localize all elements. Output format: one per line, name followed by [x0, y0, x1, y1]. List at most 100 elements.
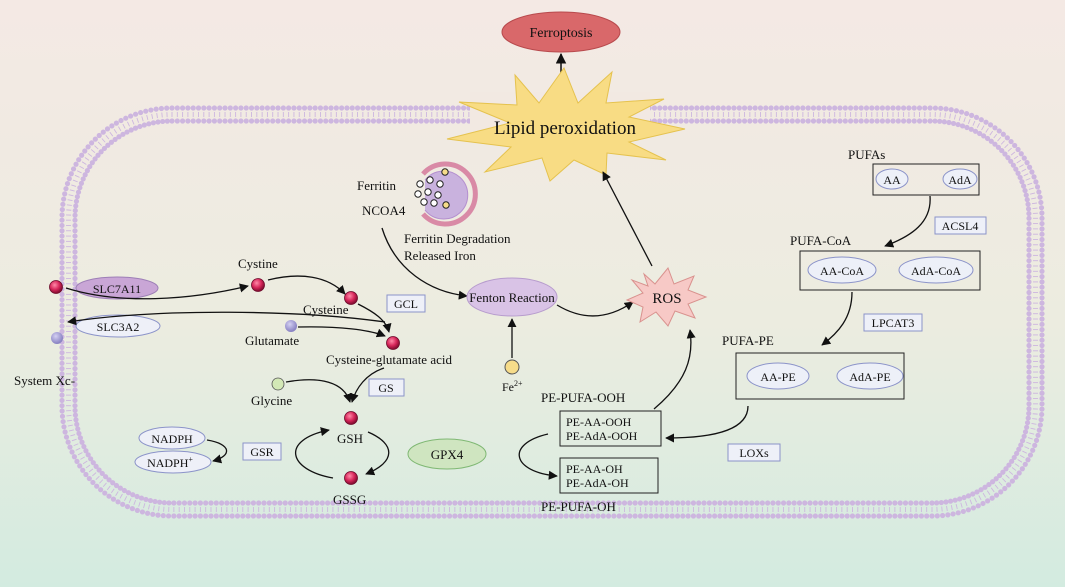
membrane-lipid-head — [892, 500, 898, 506]
membrane-lipid-tail — [124, 496, 128, 501]
membrane-lipid-head — [436, 500, 442, 506]
membrane-lipid-head — [1012, 142, 1018, 149]
arrow-export-glutamate — [67, 311, 386, 326]
membrane-lipid-head — [1016, 470, 1022, 476]
membrane-lipid-head — [445, 118, 451, 124]
membrane-lipid-head — [141, 122, 147, 128]
membrane-lipid-tail — [102, 482, 107, 487]
membrane-lipid-tail — [958, 115, 961, 121]
membrane-lipid-head — [494, 513, 500, 519]
membrane-lipid-head — [362, 500, 368, 506]
membrane-lipid-head — [816, 105, 822, 111]
membrane-lipid-head — [632, 513, 638, 519]
arrow-ncoa4-to-fenton — [381, 227, 468, 300]
membrane-lipid-tail — [1019, 164, 1024, 168]
membrane-lipid-head — [160, 118, 166, 125]
membrane-lipid-tail — [990, 487, 995, 493]
membrane-lipid-head — [1027, 164, 1033, 170]
membrane-lipid-head — [727, 500, 734, 506]
membrane-lipid-head — [280, 118, 286, 124]
membrane-lipid-head — [595, 500, 601, 506]
membrane-lipid-head — [431, 500, 437, 506]
membrane-lipid-head — [59, 328, 65, 335]
fe-ion — [504, 359, 520, 375]
membrane-lipid-head — [648, 500, 654, 506]
membrane-lipid-head — [1039, 374, 1045, 380]
aa-label: AA — [883, 173, 901, 187]
membrane-lipid-tail — [1021, 168, 1027, 172]
membrane-lipid-head — [1039, 364, 1045, 370]
membrane-lipid-head — [72, 233, 78, 239]
membrane-lipid-head — [238, 105, 244, 111]
membrane-lipid-head — [393, 513, 400, 519]
membrane-lipid-head — [124, 129, 130, 135]
membrane-lipid-head — [484, 500, 490, 506]
membrane-lipid-tail — [997, 137, 1002, 142]
ferritin-iron-particle — [441, 168, 449, 176]
acsl4-enzyme — [934, 216, 987, 235]
membrane-lipid-tail — [118, 126, 122, 132]
membrane-lipid-tail — [119, 493, 123, 499]
membrane-lipid-head — [409, 500, 416, 506]
membrane-lipid-head — [62, 191, 68, 197]
membrane-lipid-head — [688, 118, 695, 124]
membrane-lipid-head — [489, 513, 495, 519]
membrane-lipid-head — [60, 201, 66, 207]
membrane-lipid-head — [74, 194, 80, 200]
membrane-lipid-head — [584, 513, 591, 519]
membrane-lipid-head — [372, 513, 378, 519]
membrane-lipid-head — [757, 105, 764, 111]
membrane-lipid-head — [376, 118, 382, 124]
membrane-lipid-head — [110, 496, 117, 502]
membrane-lipid-head — [1026, 406, 1032, 412]
membrane-lipid-head — [59, 392, 65, 398]
arrow-gsh-to-gssg — [365, 431, 390, 476]
membrane-lipid-head — [1026, 226, 1032, 232]
membrane-lipid-head — [1030, 447, 1036, 453]
membrane-lipid-head — [1039, 252, 1045, 258]
membrane-lipid-head — [1039, 210, 1045, 216]
slc3a2-label: SLC3A2 — [97, 320, 140, 334]
membrane-lipid-head — [218, 513, 225, 519]
membrane-lipid-tail — [1023, 173, 1029, 177]
membrane-lipid-tail — [87, 153, 93, 157]
membrane-lipid-head — [1018, 151, 1024, 157]
membrane-lipid-head — [66, 176, 72, 182]
aa-pe-node: AA-PE — [746, 362, 810, 390]
membrane-lipid-head — [696, 500, 702, 506]
membrane-lipid-head — [918, 513, 924, 519]
membrane-lipid-head — [155, 119, 161, 125]
membrane-lipid-head — [706, 500, 712, 506]
membrane-lipid-head — [759, 513, 765, 519]
membrane-lipid-tail — [153, 505, 155, 511]
membrane-lipid-head — [325, 513, 331, 519]
membrane-lipid-head — [195, 105, 202, 111]
membrane-lipid-tail — [115, 491, 119, 496]
membrane-lipid-head — [248, 118, 255, 124]
pufa-coa-box — [799, 250, 981, 291]
membrane-lipid-head — [983, 119, 989, 125]
membrane-lipid-head — [1017, 174, 1023, 181]
arrow-cysteine-to-cg — [357, 303, 392, 333]
membrane-lipid-head — [197, 500, 203, 506]
membrane-lipid-tail — [88, 468, 94, 473]
fenton-reaction-label: Fenton Reaction — [469, 290, 555, 305]
membrane-lipid-tail — [1004, 143, 1009, 149]
membrane-lipid-head — [72, 355, 78, 361]
arrow-pufas-to-coa — [884, 195, 931, 248]
ros-label: ROS — [652, 291, 681, 307]
membrane-lipid-head — [1026, 342, 1032, 349]
membrane-lipid-head — [65, 439, 71, 445]
membrane-lipid-head — [759, 500, 765, 506]
membrane-lipid-head — [206, 105, 212, 111]
membrane-lipid-head — [124, 503, 131, 510]
membrane-lipid-head — [537, 500, 543, 506]
membrane-lipid-head — [478, 513, 484, 519]
membrane-lipid-head — [810, 118, 817, 124]
membrane-lipid-head — [810, 105, 817, 111]
membrane-lipid-head — [807, 500, 813, 506]
membrane-lipid-head — [1026, 385, 1032, 391]
membrane-lipid-head — [1026, 305, 1032, 312]
ada-pe-node: AdA-PE — [836, 362, 904, 390]
membrane-lipid-head — [388, 500, 394, 506]
